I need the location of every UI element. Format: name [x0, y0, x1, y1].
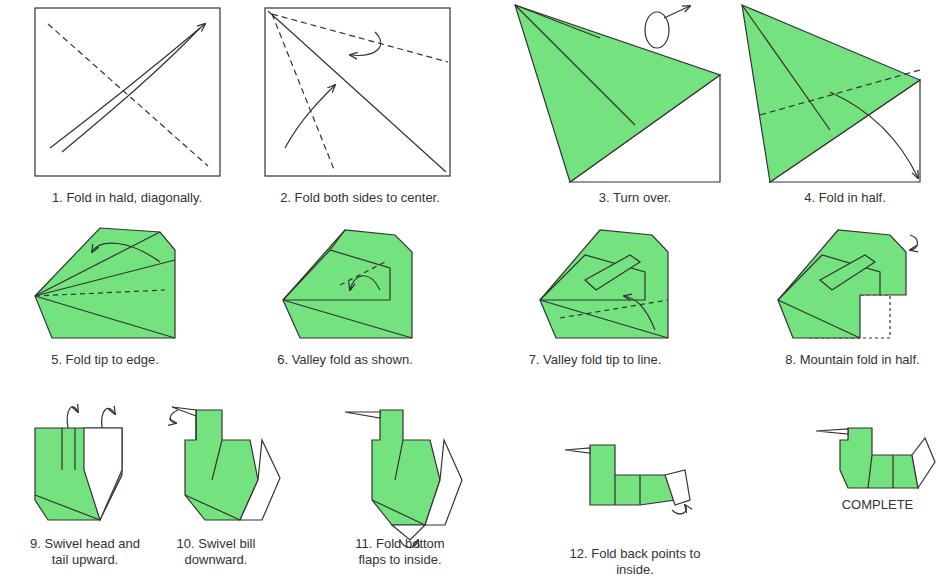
step-caption: 4. Fold in half. [745, 190, 945, 206]
step-caption: 10. Swivel bill downward. [160, 536, 272, 568]
step-caption: 2. Fold both sides to center. [255, 190, 465, 206]
step-caption: 12. Fold back points to inside. [560, 546, 710, 578]
step-caption: 5. Fold tip to edge. [15, 352, 195, 368]
step-caption: 7. Valley fold tip to line. [500, 352, 690, 368]
step-caption: 9. Swivel head and tail upward. [22, 536, 148, 568]
step-caption: 6. Valley fold as shown. [255, 352, 435, 368]
step-caption: 3. Turn over. [540, 190, 730, 206]
step-caption: 1. Fold in hald, diagonally. [22, 190, 232, 206]
step-caption: 11. Fold bottom flaps to inside. [340, 536, 460, 568]
step-caption: COMPLETE [820, 497, 935, 513]
step-caption: 8. Mountain fold in half. [760, 352, 945, 368]
